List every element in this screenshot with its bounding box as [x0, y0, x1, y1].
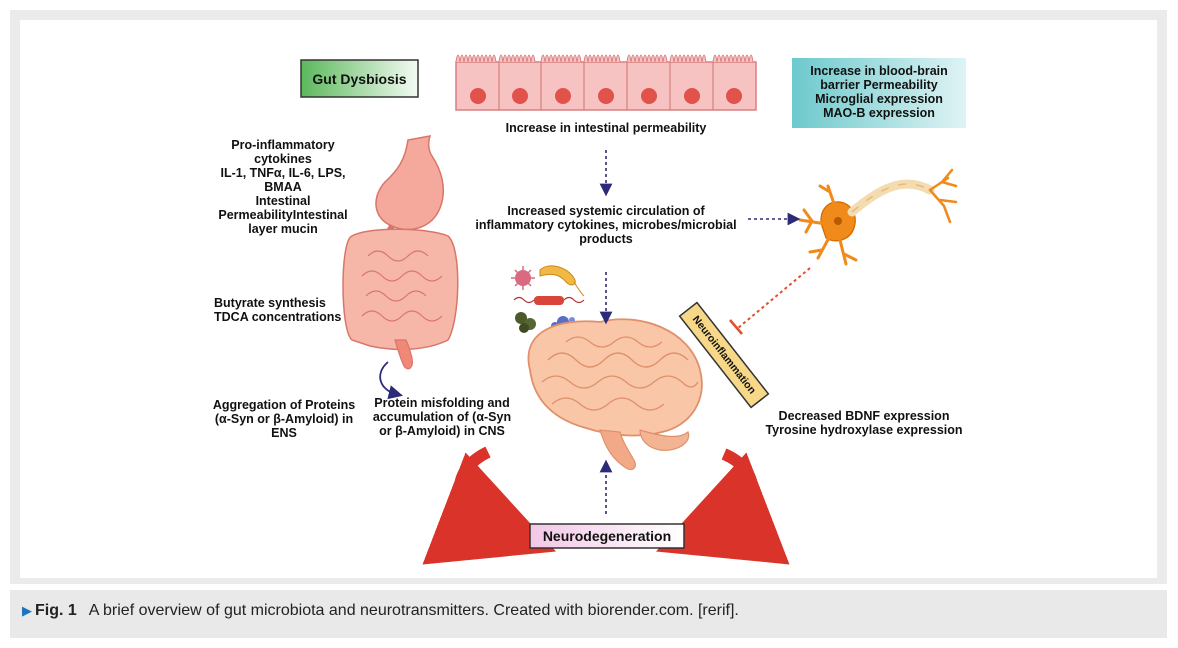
aggregation-line-3: ENS: [271, 426, 297, 440]
bbb-text: Increase in blood-brain barrier Permeabi…: [792, 64, 966, 120]
systemic-line-3: products: [579, 232, 633, 246]
bdnf-line-2: Tyrosine hydroxylase expression: [765, 423, 963, 437]
gut-to-brain-arrow: [379, 361, 403, 400]
butyrate-line-1: Butyrate synthesis: [214, 296, 326, 310]
figure-caption: ▶Fig. 1 A brief overview of gut microbiot…: [22, 602, 1152, 620]
bbb-line-2: barrier Permeability: [820, 78, 938, 92]
neurodegeneration-label: Neurodegeneration: [542, 528, 672, 544]
gut-dysbiosis-box: [300, 59, 419, 98]
pro-inflammatory-line-1: Pro-inflammatory: [231, 138, 335, 152]
misfolding-line-3: or β-Amyloid) in CNS: [379, 424, 505, 438]
systemic-circulation-text: Increased systemic circulation of inflam…: [460, 204, 752, 246]
bbb-line-1: Increase in blood-brain: [810, 64, 948, 78]
butyrate-text: Butyrate synthesis TDCA concentrations: [214, 296, 354, 324]
neuron-inhibit-line: [737, 267, 811, 329]
brain-illustration: [527, 318, 703, 471]
pro-inflammatory-line-5: Intestinal: [255, 194, 311, 208]
gut-illustration: [342, 135, 459, 370]
intestinal-epithelium-illustration: [455, 54, 757, 111]
neuron-illustration: [798, 168, 958, 266]
pro-inflammatory-line-6: PermeabilityIntestinal: [218, 208, 348, 222]
caption-bar: [10, 590, 1167, 638]
systemic-line-2: inflammatory cytokines, microbes/microbi…: [475, 218, 737, 232]
misfolding-text: Protein misfolding and accumulation of (…: [366, 396, 518, 438]
intestinal-permeability-label: Increase in intestinal permeability: [505, 121, 707, 135]
microbes-illustration: [511, 265, 585, 333]
gut-dysbiosis-label: Gut Dysbiosis: [312, 70, 407, 87]
misfolding-line-2: accumulation of (α-Syn: [372, 410, 512, 424]
bdnf-text: Decreased BDNF expression Tyrosine hydro…: [756, 409, 972, 437]
pro-inflammatory-line-2: cytokines: [254, 152, 312, 166]
neurodegeneration-box: [529, 523, 685, 549]
caption-figure-number: Fig. 1: [35, 602, 77, 619]
neuroinflammation-box: [678, 301, 770, 409]
misfolding-line-1: Protein misfolding and: [374, 396, 510, 410]
bbb-box: [792, 58, 966, 128]
pro-inflammatory-line-4: BMAA: [264, 180, 302, 194]
bbb-line-3: Microglial expression: [815, 92, 943, 106]
neuron-inhibit-bar: [729, 319, 743, 335]
pro-inflammatory-text: Pro-inflammatory cytokines IL-1, TNFα, I…: [206, 138, 360, 236]
pro-inflammatory-line-7: layer mucin: [248, 222, 318, 236]
left-curved-arrow: [422, 446, 556, 565]
bbb-line-4: MAO-B expression: [823, 106, 935, 120]
right-curved-arrow: [656, 448, 790, 565]
butyrate-line-2: TDCA concentrations: [214, 310, 342, 324]
figure-panel: [20, 20, 1157, 578]
systemic-line-1: Increased systemic circulation of: [507, 204, 705, 218]
bdnf-line-1: Decreased BDNF expression: [778, 409, 950, 423]
caption-text: A brief overview of gut microbiota and n…: [88, 602, 739, 619]
aggregation-text: Aggregation of Proteins (α-Syn or β-Amyl…: [206, 398, 362, 440]
caption-arrow-icon: ▶: [22, 603, 32, 618]
aggregation-line-2: (α-Syn or β-Amyloid) in: [214, 412, 354, 426]
pro-inflammatory-line-3: IL-1, TNFα, IL-6, LPS,: [220, 166, 346, 180]
aggregation-line-1: Aggregation of Proteins: [212, 398, 356, 412]
